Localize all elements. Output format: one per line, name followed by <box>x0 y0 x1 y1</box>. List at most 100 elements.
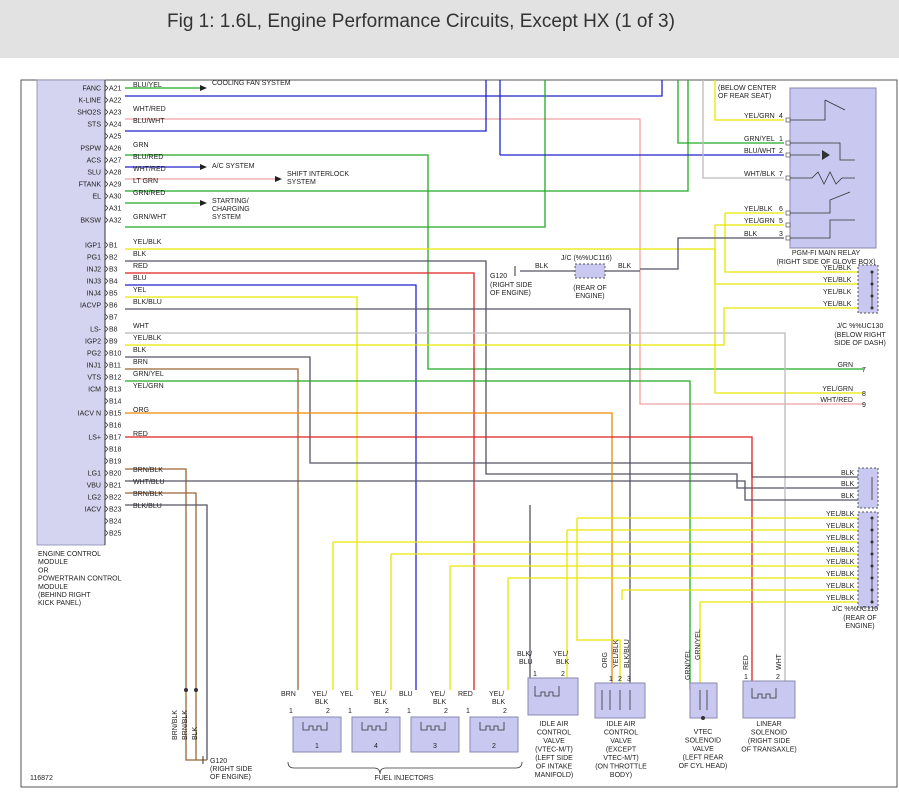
arrow-target-label: STARTING/ <box>212 198 249 205</box>
wire-ftank <box>125 80 689 192</box>
ground-wire-label: BLK <box>192 726 199 740</box>
injector-pin: 1 <box>407 708 411 715</box>
pin-terminal-mark <box>104 361 109 366</box>
ecm-pin-number: A28 <box>109 170 122 177</box>
ecm-pin-number: A27 <box>109 158 122 165</box>
iac-coil <box>534 686 560 697</box>
iac-wire-label: YEL/ <box>553 651 568 658</box>
pin-terminal-mark <box>104 265 109 270</box>
ecm-box <box>36 79 106 546</box>
ecm-pin-number: B17 <box>109 435 122 442</box>
pin-terminal-mark <box>104 433 109 438</box>
pin-terminal-mark <box>104 493 109 498</box>
pin-terminal-mark <box>104 352 109 357</box>
pin-terminal-mark <box>104 99 109 104</box>
components-layer <box>184 87 879 775</box>
injector-coil <box>479 722 505 731</box>
iac-mt-label: (LEFT SIDE <box>535 755 573 762</box>
jc-wire-label: YEL/BLK <box>826 559 855 566</box>
iac-except-label: BODY) <box>610 772 632 779</box>
pin-terminal-mark <box>104 364 109 369</box>
ecm-signal-name: STS <box>87 122 101 129</box>
injector-wire-label: YEL/ <box>489 691 504 698</box>
relay-location-label: (BELOW CENTER <box>718 85 776 92</box>
wire-color-label: WHT/BLU <box>133 479 165 486</box>
continuation-number: 7 <box>862 367 866 374</box>
wire-color-label: GRN/WHT <box>133 214 167 221</box>
vtec-coil <box>699 690 708 710</box>
ecm-pin-number: B8 <box>109 327 118 334</box>
wire-color-label: YEL/BLK <box>133 239 162 246</box>
pin-terminal-mark <box>104 156 109 161</box>
pin-terminal-mark <box>104 349 109 354</box>
pin-terminal-mark <box>104 412 109 417</box>
injector-coil <box>361 722 387 731</box>
ecm-label-line: KICK PANEL) <box>38 600 81 607</box>
figure-title: Fig 1: 1.6L, Engine Performance Circuits… <box>167 11 675 32</box>
pin-terminal-mark <box>104 409 109 414</box>
relay-internal-2 <box>790 142 855 161</box>
pin-terminal-mark <box>104 520 109 525</box>
ecm-signal-name: BKSW <box>80 218 101 225</box>
pin-terminal-mark <box>104 376 109 381</box>
pin-terminal-mark <box>104 183 109 188</box>
ecm-signal-name: IACVP <box>80 303 101 310</box>
pin-terminal-mark <box>104 256 109 261</box>
ecm-pin-number: A30 <box>109 194 122 201</box>
arrow-target-label: SYSTEM <box>287 179 316 186</box>
ecm-signal-name: FANC <box>82 86 101 93</box>
pin-terminal-mark <box>104 436 109 441</box>
pin-terminal-mark <box>104 328 109 333</box>
relay-location-label: OF REAR SEAT) <box>718 93 771 100</box>
jc-wire-label: YEL/BLK <box>826 583 855 590</box>
wire-relay-7 <box>702 80 784 179</box>
ecm-pin-number: A21 <box>109 86 122 93</box>
wire-sts <box>125 80 487 132</box>
iac-except-label: CONTROL <box>604 730 638 737</box>
arrow-target-label: COOLING FAN SYSTEM <box>212 80 291 87</box>
ecm-signal-name: LS+ <box>88 435 101 442</box>
ecm-signal-name: IGP2 <box>85 339 101 346</box>
relay-resistor <box>790 171 855 185</box>
ecm-signal-name: ACS <box>87 158 102 165</box>
jc-wire-label: BLK <box>841 470 855 477</box>
wire-vbu <box>125 480 864 501</box>
ecm-pin-number: B14 <box>109 399 122 406</box>
pin-terminal-mark <box>104 84 109 89</box>
injector-wire-label: YEL/ <box>430 691 445 698</box>
wire-igp2 <box>125 307 864 346</box>
vtec-label: VTEC <box>694 729 713 736</box>
ecm-pin-number: B22 <box>109 495 122 502</box>
pin-terminal-mark <box>104 87 109 92</box>
relay-terminal <box>785 235 791 241</box>
relay-wire-label: YEL/GRN <box>744 113 775 120</box>
ground-name: G120 <box>490 273 507 280</box>
jc-uc130 <box>857 264 879 314</box>
iac-mt-label: MANIFOLD) <box>535 772 574 779</box>
vtec-label: VALVE <box>692 746 714 753</box>
ecm-pin-number: B5 <box>109 291 118 298</box>
relay-pin-number: 2 <box>779 148 783 155</box>
injector-wire-label: BLU <box>399 691 413 698</box>
ground-wire-label: BRN/BLK <box>182 710 189 740</box>
ecm-signal-name: SLU <box>87 170 101 177</box>
vtec-label: OF CYL HEAD) <box>679 763 728 770</box>
ecm-pin-number: B6 <box>109 303 118 310</box>
ecm-pin-number: B10 <box>109 351 122 358</box>
wire-iacv-n <box>125 412 613 690</box>
relay-wire-label: GRN/YEL <box>744 136 775 143</box>
linear-label: SOLENOID <box>751 730 787 737</box>
fuel-injector <box>410 716 460 753</box>
vtec-solenoid <box>689 682 718 719</box>
injector-number: 4 <box>374 743 378 750</box>
jc-wire-label: BLK <box>618 263 632 270</box>
arrow-target-label: CHARGING <box>212 206 250 213</box>
iac-valve-mt <box>527 677 579 716</box>
wire-color-label: WHT/RED <box>133 106 166 113</box>
jc-wire-label: BLK <box>535 263 549 270</box>
injector-number: 1 <box>315 743 319 750</box>
right-wire-label: GRN <box>837 362 853 369</box>
relay-internal-4 <box>790 219 855 239</box>
injector-number: 3 <box>433 743 437 750</box>
